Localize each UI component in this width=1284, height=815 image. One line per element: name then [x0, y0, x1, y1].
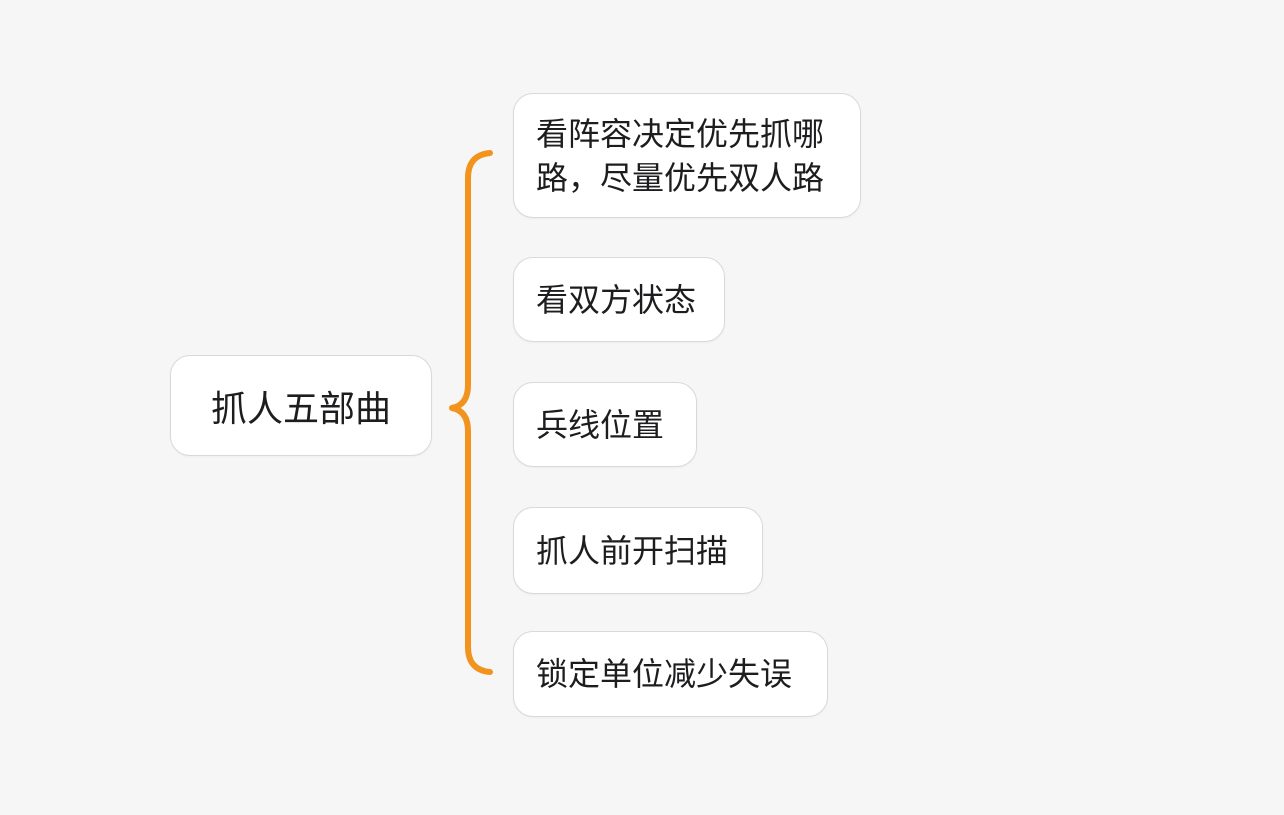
curly-brace-connector	[449, 150, 493, 675]
subtopic-label: 看阵容决定优先抓哪路，尽量优先双人路	[536, 115, 825, 196]
subtopic-node-lock-target[interactable]: 锁定单位减少失误	[513, 631, 828, 717]
subtopic-node-minion-wave-position[interactable]: 兵线位置	[513, 382, 697, 467]
subtopic-label: 兵线位置	[536, 406, 665, 443]
root-topic-node[interactable]: 抓人五部曲	[170, 355, 432, 456]
subtopic-node-scan-before-gank[interactable]: 抓人前开扫描	[513, 507, 763, 594]
root-topic-label: 抓人五部曲	[210, 387, 391, 429]
subtopic-label: 看双方状态	[536, 281, 697, 318]
subtopic-node-check-status[interactable]: 看双方状态	[513, 257, 725, 342]
subtopic-node-lineup-priority[interactable]: 看阵容决定优先抓哪路，尽量优先双人路	[513, 93, 861, 218]
subtopic-label: 抓人前开扫描	[536, 532, 729, 569]
subtopic-label: 锁定单位减少失误	[536, 656, 793, 692]
